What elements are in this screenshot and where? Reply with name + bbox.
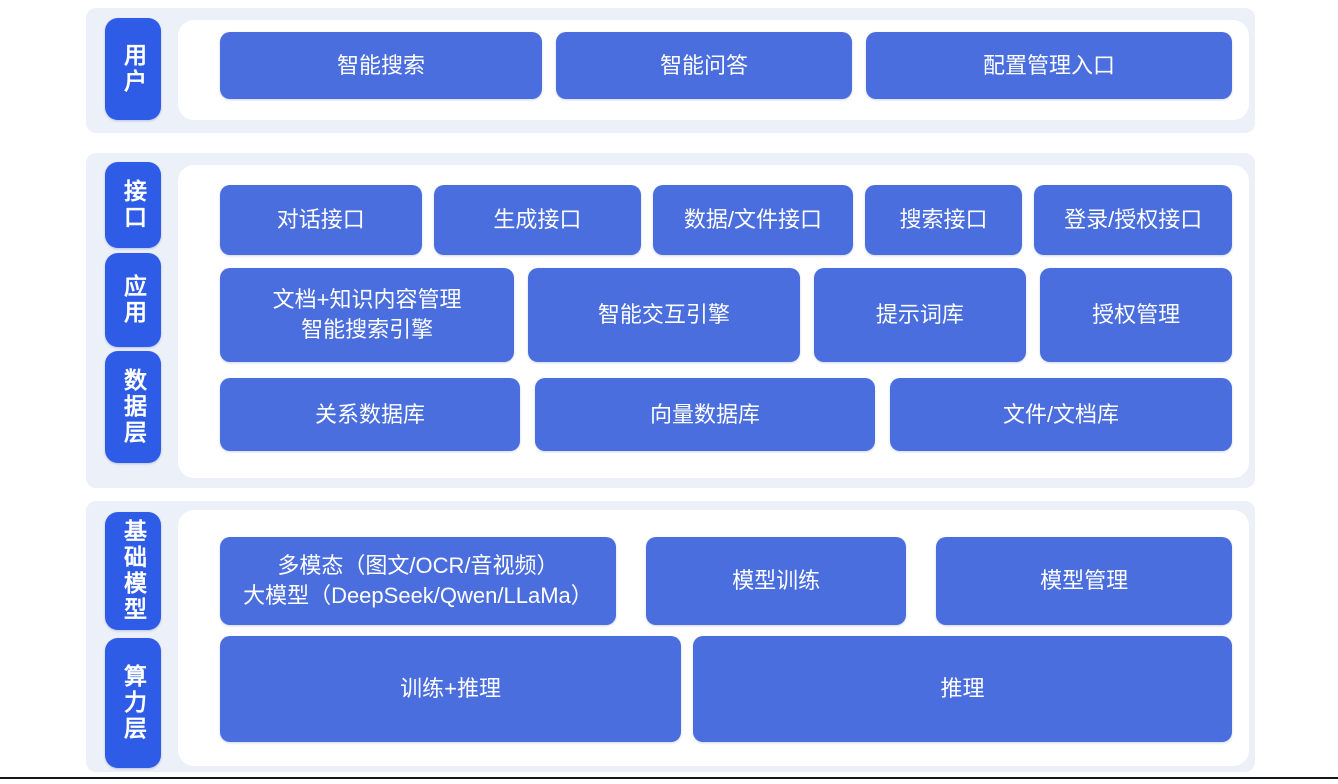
layer-tab-compute-layer: 算力层	[105, 638, 161, 768]
layer-tab-label: 数据层	[120, 368, 147, 446]
row-user-entries: 智能搜索 智能问答 配置管理入口	[220, 32, 1232, 99]
box-training-plus-inference: 训练+推理	[220, 636, 682, 742]
section-user-layer: 用户 智能搜索 智能问答 配置管理入口	[86, 8, 1255, 133]
box-relational-database: 关系数据库	[220, 378, 520, 451]
row-compute: 训练+推理 推理	[220, 636, 1232, 742]
row-foundation-models: 多模态（图文/OCR/音视频） 大模型（DeepSeek/Qwen/LLaMa）…	[220, 537, 1232, 625]
layer-tab-user: 用户	[105, 18, 161, 120]
box-intelligent-qa: 智能问答	[556, 32, 852, 99]
layer-tab-data-layer: 数据层	[105, 351, 161, 463]
row-interfaces: 对话接口 生成接口 数据/文件接口 搜索接口 登录/授权接口	[220, 185, 1232, 255]
box-multimodal-large-model: 多模态（图文/OCR/音视频） 大模型（DeepSeek/Qwen/LLaMa）	[220, 537, 616, 625]
box-inference: 推理	[693, 636, 1232, 742]
box-generation-interface: 生成接口	[433, 185, 642, 255]
panel-interface-app-data: 对话接口 生成接口 数据/文件接口 搜索接口 登录/授权接口 文档+知识内容管理…	[178, 165, 1249, 478]
row-data-stores: 关系数据库 向量数据库 文件/文档库	[220, 378, 1232, 451]
box-prompt-library: 提示词库	[813, 268, 1027, 362]
panel-foundation-compute: 多模态（图文/OCR/音视频） 大模型（DeepSeek/Qwen/LLaMa）…	[178, 510, 1249, 766]
row-applications: 文档+知识内容管理 智能搜索引擎 智能交互引擎 提示词库 授权管理	[220, 268, 1233, 362]
box-intelligent-search: 智能搜索	[220, 32, 542, 99]
section-interface-app-data-layer: 接口 应用 数据层 对话接口 生成接口 数据/文件接口 搜索接口 登录/授权接口…	[86, 153, 1255, 488]
layer-tab-application: 应用	[105, 253, 161, 347]
box-file-document-store: 文件/文档库	[890, 378, 1232, 451]
box-search-interface: 搜索接口	[864, 185, 1023, 255]
box-data-file-interface: 数据/文件接口	[653, 185, 853, 255]
layer-tab-label: 接口	[120, 179, 147, 231]
layer-tab-interface: 接口	[105, 162, 161, 248]
layer-tab-label: 基础模型	[120, 519, 147, 623]
box-dialog-interface: 对话接口	[220, 185, 422, 255]
box-config-management-entry: 配置管理入口	[866, 32, 1232, 99]
box-login-auth-interface: 登录/授权接口	[1034, 185, 1232, 255]
box-doc-knowledge-search-engine: 文档+知识内容管理 智能搜索引擎	[220, 268, 515, 362]
panel-user-layer: 智能搜索 智能问答 配置管理入口	[178, 20, 1249, 120]
layer-tab-foundation-model: 基础模型	[105, 512, 161, 630]
box-intelligent-interaction-engine: 智能交互引擎	[528, 268, 800, 362]
box-vector-database: 向量数据库	[535, 378, 875, 451]
bottom-divider-line	[0, 777, 1338, 779]
section-foundation-compute-layer: 基础模型 算力层 多模态（图文/OCR/音视频） 大模型（DeepSeek/Qw…	[86, 501, 1255, 772]
box-authorization-management: 授权管理	[1040, 268, 1233, 362]
layer-tab-label: 用户	[120, 43, 147, 95]
layer-tab-label: 算力层	[120, 664, 147, 742]
layer-tab-label: 应用	[120, 274, 147, 326]
box-model-management: 模型管理	[936, 537, 1232, 625]
box-model-training: 模型训练	[645, 537, 907, 625]
